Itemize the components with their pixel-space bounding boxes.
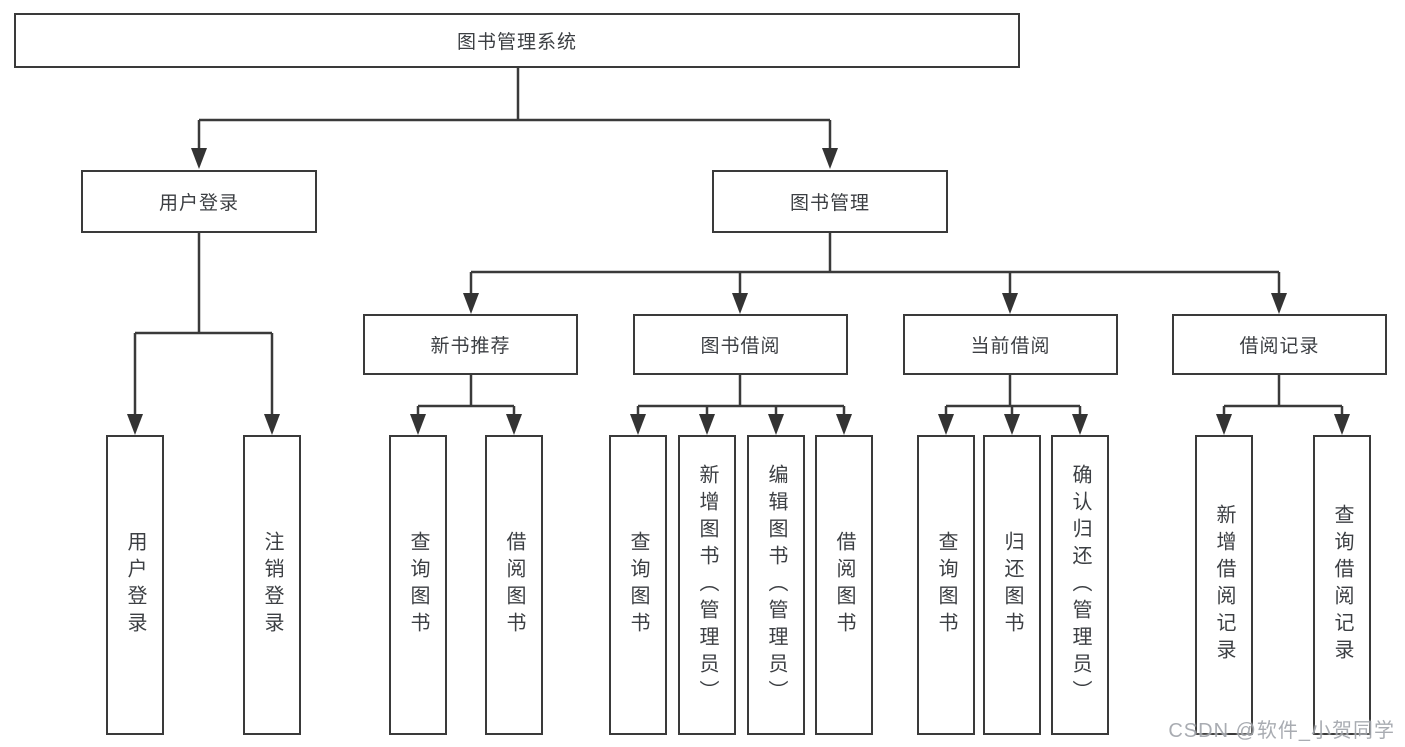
node-leaf-recommend-query-book: 查询图书 [389,435,447,735]
node-leaf-current-confirm-return: 确认归还（管理员） [1051,435,1109,735]
node-leaf-recommend-query-book-label: 查询图书 [407,531,429,639]
node-leaf-current-query-book-label: 查询图书 [935,531,957,639]
arrowheads [127,148,1350,435]
node-book-management: 图书管理 [712,170,948,233]
node-leaf-borrow-add-book-label: 新增图书（管理员） [696,463,718,707]
node-leaf-borrow-edit-book-label: 编辑图书（管理员） [765,463,787,707]
node-leaf-recommend-borrow-book-label: 借阅图书 [503,531,525,639]
node-root: 图书管理系统 [14,13,1020,68]
node-leaf-borrow-borrow-book: 借阅图书 [815,435,873,735]
node-leaf-logout-label: 注销登录 [261,531,283,639]
node-leaf-record-query: 查询借阅记录 [1313,435,1371,735]
node-leaf-recommend-borrow-book: 借阅图书 [485,435,543,735]
node-new-book-recommend: 新书推荐 [363,314,578,375]
node-current-borrow: 当前借阅 [903,314,1118,375]
node-book-management-label: 图书管理 [789,193,870,214]
node-leaf-current-return-book: 归还图书 [983,435,1041,735]
node-root-label: 图书管理系统 [456,32,577,53]
node-leaf-record-query-label: 查询借阅记录 [1331,504,1353,666]
node-leaf-current-query-book: 查询图书 [917,435,975,735]
node-leaf-user-login: 用户登录 [106,435,164,735]
node-leaf-record-add: 新增借阅记录 [1195,435,1253,735]
node-borrow-record-label: 借阅记录 [1239,336,1320,357]
node-leaf-borrow-query-book-label: 查询图书 [627,531,649,639]
node-leaf-user-login-label: 用户登录 [124,531,146,639]
node-leaf-current-return-book-label: 归还图书 [1001,531,1023,639]
node-leaf-borrow-borrow-book-label: 借阅图书 [833,531,855,639]
node-book-borrow: 图书借阅 [633,314,848,375]
node-leaf-borrow-query-book: 查询图书 [609,435,667,735]
node-leaf-logout: 注销登录 [243,435,301,735]
watermark: CSDN @软件_小贺同学 [1168,720,1395,742]
node-borrow-record: 借阅记录 [1172,314,1387,375]
node-leaf-record-add-label: 新增借阅记录 [1213,504,1235,666]
node-leaf-borrow-add-book: 新增图书（管理员） [678,435,736,735]
node-user-login: 用户登录 [81,170,317,233]
node-book-borrow-label: 图书借阅 [700,336,781,357]
node-new-book-recommend-label: 新书推荐 [430,336,511,357]
node-leaf-current-confirm-return-label: 确认归还（管理员） [1069,463,1091,707]
node-leaf-borrow-edit-book: 编辑图书（管理员） [747,435,805,735]
node-current-borrow-label: 当前借阅 [970,336,1051,357]
node-user-login-label: 用户登录 [158,193,239,214]
